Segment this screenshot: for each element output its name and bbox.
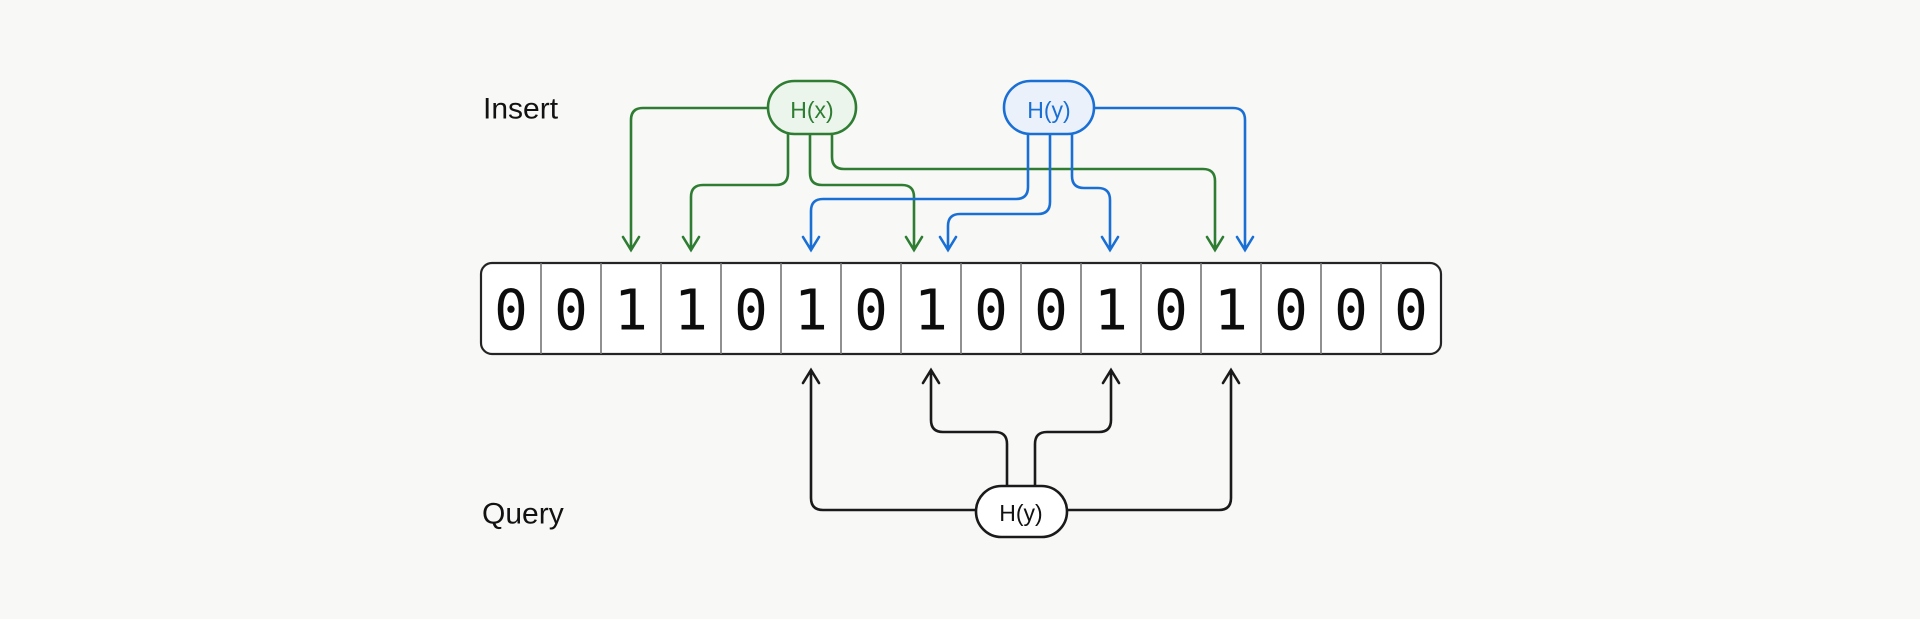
insert-label: Insert bbox=[483, 93, 559, 126]
query-pill-label: H(y) bbox=[999, 500, 1042, 526]
bit-cell-6: 1 bbox=[794, 279, 828, 344]
hy-pill-shape bbox=[1002, 79, 1096, 136]
hy-arrow-cell11 bbox=[1070, 132, 1120, 253]
hx-connector-group bbox=[621, 106, 1225, 253]
bit-cell-9: 0 bbox=[974, 279, 1008, 344]
bit-cell-11: 1 bbox=[1094, 279, 1128, 344]
bit-cell-3: 1 bbox=[614, 279, 648, 344]
hy-arrow-cell8 bbox=[938, 132, 1052, 253]
hx-pill-shape bbox=[766, 79, 858, 136]
bit-cell-7: 0 bbox=[854, 279, 888, 344]
bit-cell-2: 0 bbox=[554, 279, 588, 344]
bit-values: 0 0 1 1 0 1 0 1 0 0 1 0 1 0 0 0 bbox=[494, 279, 1428, 344]
hx-pill: H(x) bbox=[766, 79, 858, 136]
bit-cell-10: 0 bbox=[1034, 279, 1068, 344]
query-pill-shape bbox=[974, 484, 1069, 539]
bit-cell-5: 0 bbox=[734, 279, 768, 344]
query-connector-group bbox=[801, 367, 1241, 512]
hx-arrow-cell3 bbox=[621, 106, 770, 253]
hy-arrow-cell6 bbox=[801, 132, 1030, 253]
query-arrow-cell6 bbox=[801, 367, 978, 512]
bit-cell-16: 0 bbox=[1394, 279, 1428, 344]
hy-pill: H(y) bbox=[1002, 79, 1096, 136]
query-arrow-cell13 bbox=[1065, 367, 1241, 512]
bit-array: 0 0 1 1 0 1 0 1 0 0 1 0 1 0 0 0 bbox=[479, 261, 1443, 356]
bit-cell-14: 0 bbox=[1274, 279, 1308, 344]
hx-arrow-cell4 bbox=[681, 132, 790, 253]
bit-cell-1: 0 bbox=[494, 279, 528, 344]
bit-cell-13: 1 bbox=[1214, 279, 1248, 344]
hx-pill-label: H(x) bbox=[790, 97, 833, 123]
query-arrow-cell8 bbox=[921, 367, 1009, 488]
query-pill: H(y) bbox=[974, 484, 1069, 539]
hy-connector-group bbox=[801, 106, 1255, 253]
hy-pill-label: H(y) bbox=[1027, 97, 1070, 123]
query-arrow-cell11 bbox=[1033, 367, 1121, 488]
bit-cell-12: 0 bbox=[1154, 279, 1188, 344]
hx-arrow-cell13 bbox=[830, 132, 1225, 253]
bit-cell-8: 1 bbox=[914, 279, 948, 344]
hy-arrow-cell13 bbox=[1092, 106, 1255, 253]
hx-arrow-cell8 bbox=[808, 132, 924, 253]
query-label: Query bbox=[482, 498, 564, 531]
bit-cell-15: 0 bbox=[1334, 279, 1368, 344]
cell-dividers bbox=[540, 263, 1382, 354]
bit-cell-4: 1 bbox=[674, 279, 708, 344]
